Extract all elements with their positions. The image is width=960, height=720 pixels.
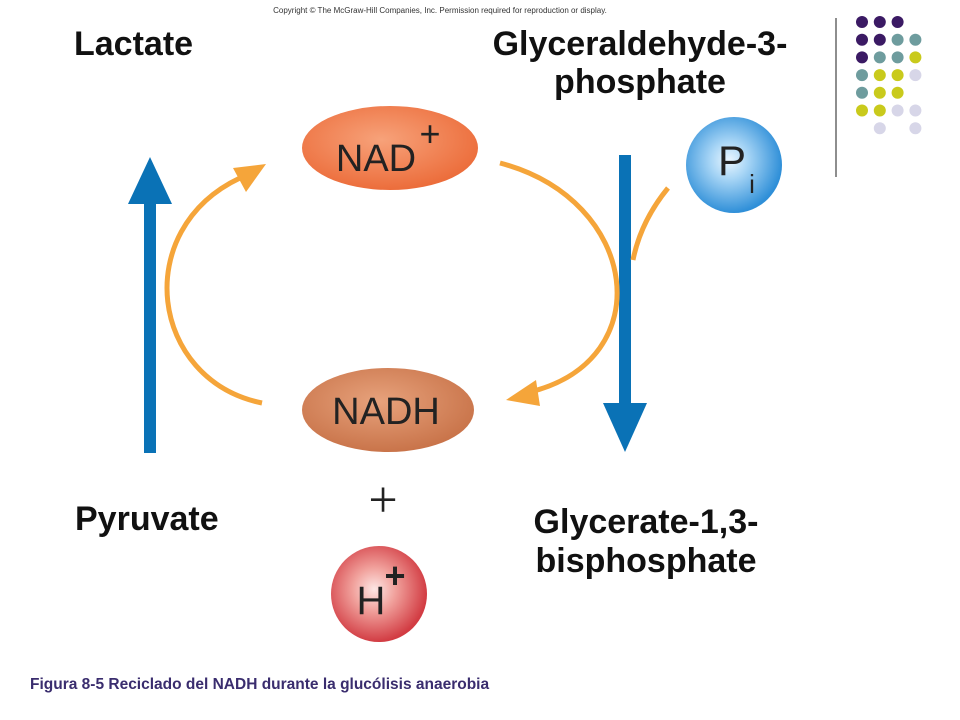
copyright-notice: Copyright © The McGraw-Hill Companies, I… — [273, 6, 607, 15]
nadh-oval: NADH — [302, 368, 474, 452]
nadh-label: NADH — [332, 391, 440, 433]
label-pyruvate: Pyruvate — [75, 500, 219, 538]
plus-sign: + — [368, 472, 397, 529]
decorative-dot — [891, 69, 904, 82]
decorative-dot — [909, 104, 922, 117]
label-glyceraldehyde-3-phosphate-line1: Glyceraldehyde-3- — [493, 25, 788, 63]
decorative-dot — [873, 104, 886, 117]
decorative-dot — [873, 69, 886, 82]
phosphate-symbol: P — [718, 137, 746, 184]
decorative-dot — [891, 51, 904, 64]
decorative-dot — [873, 51, 886, 64]
decorative-dot — [856, 33, 868, 46]
decorative-dot — [873, 86, 886, 99]
decorative-dot — [873, 122, 886, 135]
arrow-nad-to-nadh-right-arc — [499, 160, 620, 406]
decorative-dot — [909, 69, 922, 82]
proton-superscript: + — [384, 555, 405, 596]
label-glycerate-1-3-bisphosphate-line2: bisphosphate — [535, 542, 756, 580]
label-glyceraldehyde-3-phosphate-line2: phosphate — [554, 63, 726, 101]
decorative-dot — [909, 122, 922, 135]
arrow-nadh-to-nad-left-arc — [164, 164, 266, 406]
decorative-dot — [891, 86, 904, 99]
label-lactate: Lactate — [74, 25, 193, 63]
nad-plus-superscript: + — [419, 113, 440, 154]
decorative-dot — [891, 16, 904, 28]
decorative-dot — [856, 69, 868, 82]
decorative-dot-grid — [856, 16, 922, 135]
decorative-dot — [856, 104, 868, 117]
label-glycerate-1-3-bisphosphate-line1: Glycerate-1,3- — [534, 503, 759, 541]
decorative-dot — [909, 51, 922, 64]
decorative-dot — [891, 104, 904, 117]
decorative-dot — [856, 16, 868, 28]
decorative-dot — [873, 16, 886, 28]
decorative-dot — [856, 86, 868, 99]
decorative-dot — [909, 33, 922, 46]
phosphate-subscript: i — [749, 169, 755, 199]
arrow-g3p-to-glycerate-bisphosphate — [603, 155, 647, 452]
nad-plus-oval: NAD + — [302, 106, 478, 190]
figure-caption: Figura 8-5 Reciclado del NADH durante la… — [30, 676, 490, 693]
proton-ball: H + — [331, 546, 427, 642]
decorative-dot — [873, 33, 886, 46]
proton-symbol: H — [357, 579, 386, 623]
nad-plus-label: NAD — [336, 138, 416, 180]
decorative-dot — [856, 51, 868, 64]
phosphate-ball: P i — [686, 117, 782, 213]
decorative-dot — [891, 33, 904, 46]
arrow-phosphate-entry — [630, 186, 670, 261]
arrow-pyruvate-to-lactate — [128, 157, 172, 453]
